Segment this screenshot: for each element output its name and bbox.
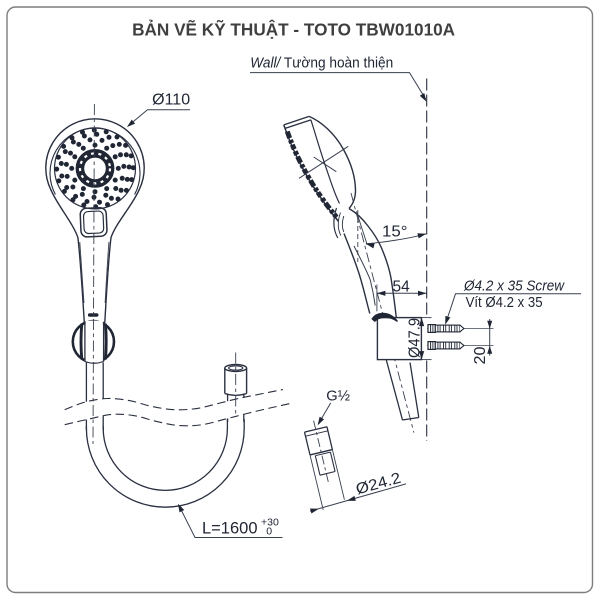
svg-text:Vít Ø4.2 x 35: Vít Ø4.2 x 35 [466,294,543,311]
svg-text:+30: +30 [261,517,279,529]
svg-text:20: 20 [472,346,489,364]
svg-text:54: 54 [393,278,411,295]
svg-text:Ø47.9: Ø47.9 [407,318,424,358]
svg-text:BẢN VẼ KỸ THUẬT - TOTO TBW0101: BẢN VẼ KỸ THUẬT - TOTO TBW01010A [132,19,455,40]
svg-text:G½: G½ [326,387,350,404]
svg-text:Ø24.2: Ø24.2 [354,470,403,499]
svg-text:15°: 15° [382,224,408,241]
svg-text:Ø4.2 x 35 Screw: Ø4.2 x 35 Screw [463,278,565,295]
svg-text:Wall/ Tường hoàn thiện: Wall/ Tường hoàn thiện [250,55,393,72]
svg-text:L=1600: L=1600 [202,520,258,538]
svg-text:Ø110: Ø110 [152,91,190,108]
svg-text:0: 0 [266,526,272,538]
